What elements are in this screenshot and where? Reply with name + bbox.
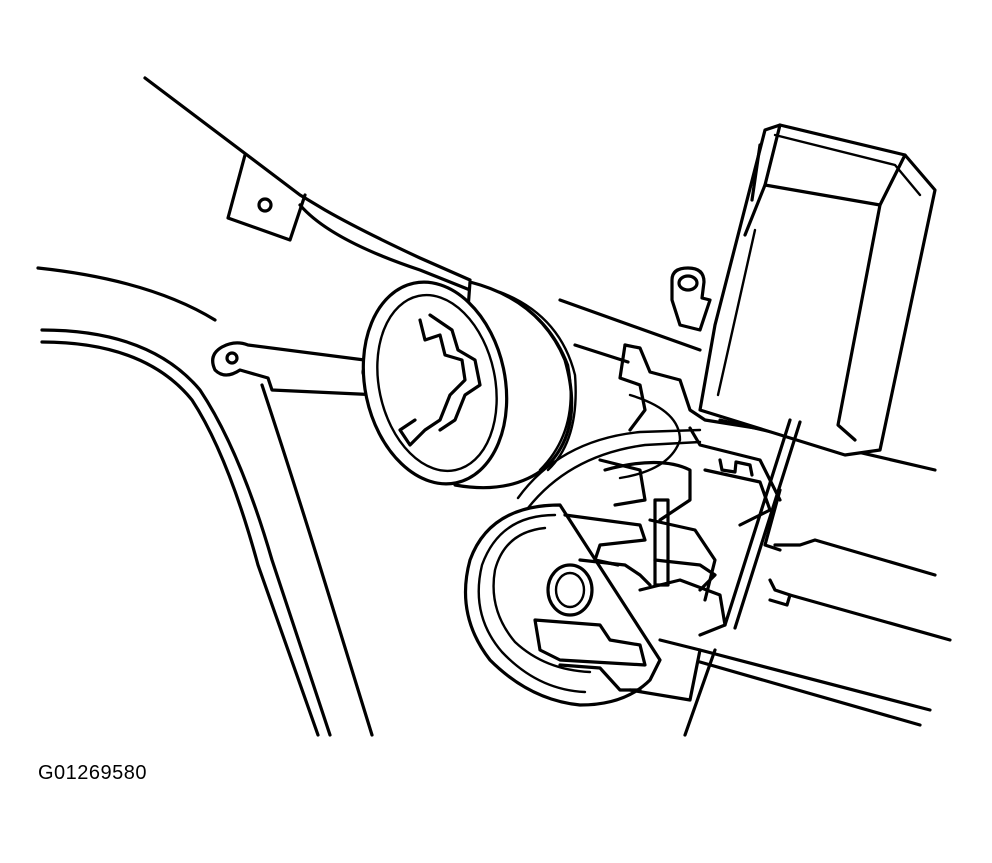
right-box-housing	[698, 123, 937, 457]
left-frame-curve	[36, 266, 374, 737]
right-lower-rails	[683, 538, 952, 737]
mounting-hole	[257, 197, 273, 213]
wiring-harness	[516, 393, 702, 510]
arm-pivot-hole	[225, 351, 239, 365]
lower-mechanism	[533, 460, 727, 702]
vertical-rod	[723, 418, 802, 630]
figure-id-label: G01269580	[38, 762, 148, 784]
lower-actuator	[463, 503, 662, 707]
small-post	[670, 266, 712, 332]
mounting-tab	[226, 153, 307, 242]
upper-actuator	[361, 280, 577, 490]
